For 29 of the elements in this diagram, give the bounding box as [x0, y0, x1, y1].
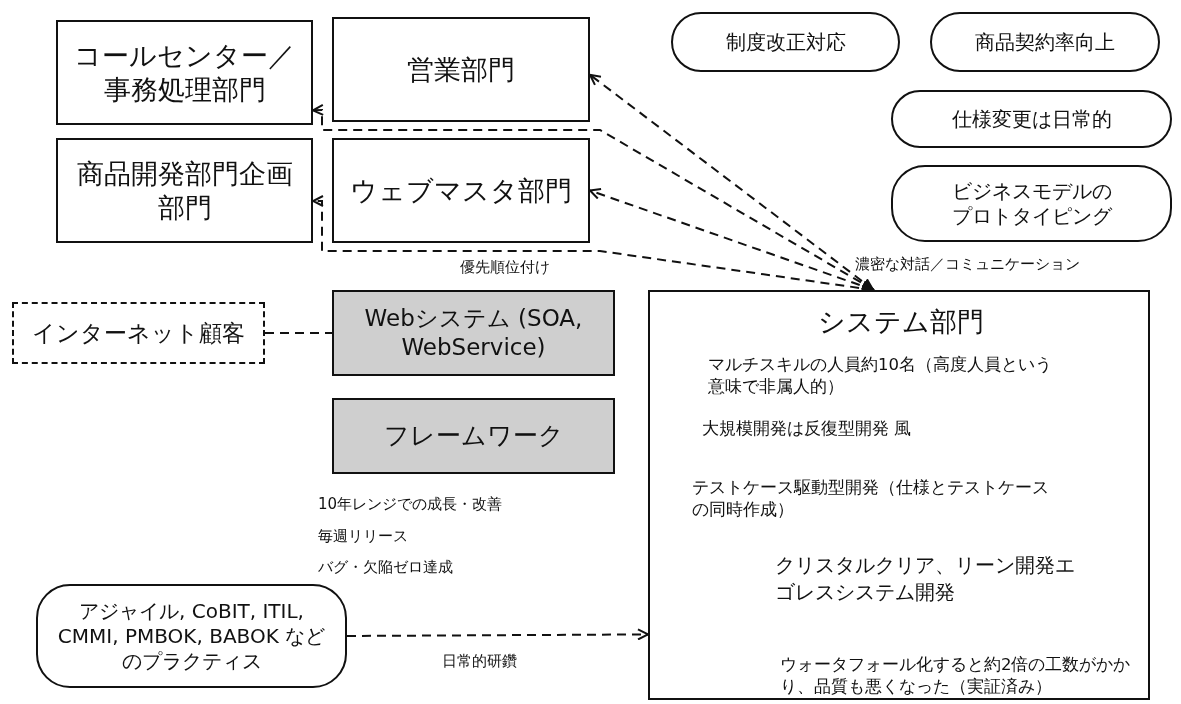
topic-pill: 制度改正対応: [671, 12, 900, 72]
note-text: 大規模開発は反復型開発 風: [702, 418, 913, 440]
framework-box: フレームワーク: [332, 398, 615, 474]
department-box: [648, 290, 1150, 700]
department-box: 商品開発部門企画部門: [56, 138, 313, 243]
note-text: 濃密な対話／コミュニケーション: [855, 255, 1080, 274]
note-text: 優先順位付け: [460, 258, 550, 277]
note-text: 毎週リリース: [318, 527, 408, 546]
note-text: マルチスキルの人員約10名（高度人員という意味で非属人的）: [708, 354, 1053, 399]
practice-pill: アジャイル, CoBIT, ITIL, CMMI, PMBOK, BABOK などのプラクティス: [36, 584, 347, 688]
topic-pill: ビジネスモデルのプロトタイピング: [891, 165, 1172, 242]
topic-pill: 仕様変更は日常的: [891, 90, 1172, 148]
department-box: コールセンター／事務処理部門: [56, 20, 313, 125]
department-box: 営業部門: [332, 17, 590, 122]
note-text: テストケース駆動型開発（仕様とテストケースの同時作成）: [692, 477, 1050, 522]
heading-text: システム部門: [817, 305, 985, 339]
arrow: [589, 73, 875, 291]
arrow: [589, 188, 875, 292]
topic-pill: 商品契約率向上: [930, 12, 1160, 72]
note-text: 10年レンジでの成長・改善: [318, 495, 503, 514]
arrow: [346, 628, 649, 641]
connector-line: [264, 332, 333, 334]
arrow: [312, 103, 875, 291]
customer-box: インターネット顧客: [12, 302, 265, 364]
note-text: ウォータフォール化すると約2倍の工数がかかり、品質も悪くなった（実証済み）: [780, 654, 1132, 699]
department-box: ウェブマスタ部門: [332, 138, 590, 243]
note-text: クリスタルクリア、リーン開発エゴレスシステム開発: [775, 552, 1075, 606]
system-box: Webシステム (SOA, WebService): [332, 290, 615, 376]
note-text: バグ・欠陥ゼロ達成: [318, 558, 453, 577]
